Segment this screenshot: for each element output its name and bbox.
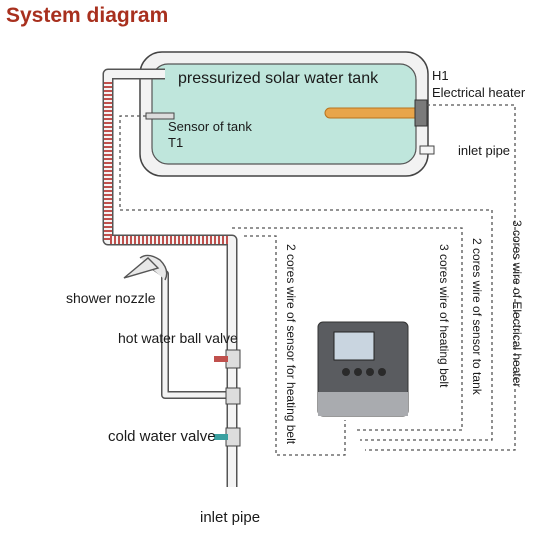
wire-label-heater: 3 cores wire of Electrical heater: [510, 220, 524, 388]
tank-inlet-stub: [419, 145, 435, 155]
shower-nozzle: [123, 254, 168, 281]
hot-valve-body: [225, 349, 241, 369]
controller-button: [342, 368, 350, 376]
wire-label-heating-belt: 3 cores wire of heating belt: [437, 244, 451, 388]
shower-label: shower nozzle: [66, 290, 156, 306]
controller-lower: [318, 392, 408, 416]
controller-button: [366, 368, 374, 376]
cold-valve-body: [225, 427, 241, 447]
heating-belt: [104, 82, 228, 244]
controller-screen: [333, 331, 375, 361]
heater-rod: [324, 107, 421, 119]
bottom-inlet-label: inlet pipe: [200, 509, 261, 526]
heater-terminal: [414, 99, 428, 127]
heater-code: H1: [432, 68, 449, 83]
shower-pipe: [145, 258, 232, 399]
controller-button: [378, 368, 386, 376]
wire-tank-sensor: [119, 115, 493, 441]
wire-heating-belt: [232, 227, 463, 431]
tank-title: pressurized solar water tank: [178, 70, 379, 87]
wire-heater: [365, 104, 516, 451]
tank-sensor-label: Sensor of tank: [168, 119, 252, 134]
tank-inlet-label: inlet pipe: [458, 143, 511, 158]
hot-valve-handle: [214, 356, 228, 362]
wire-label-tank-sensor: 2 cores wire of sensor to tank: [470, 238, 484, 395]
cold-valve-handle: [214, 434, 228, 440]
diagram-title: System diagram: [6, 4, 169, 27]
cold-valve-label: cold water valve: [108, 428, 216, 445]
tee-joint: [225, 387, 241, 405]
tank-sensor-code: T1: [168, 135, 184, 150]
wire-label-heating-belt-sensor: 2 cores wire of sensor for heating belt: [284, 244, 298, 445]
wire-heating-belt-sensor: [244, 235, 346, 456]
controller-button: [354, 368, 362, 376]
heater-label: Electrical heater: [432, 85, 526, 100]
shower-pipe-inner: [146, 259, 232, 398]
hot-valve-label: hot water ball valve: [118, 330, 238, 346]
